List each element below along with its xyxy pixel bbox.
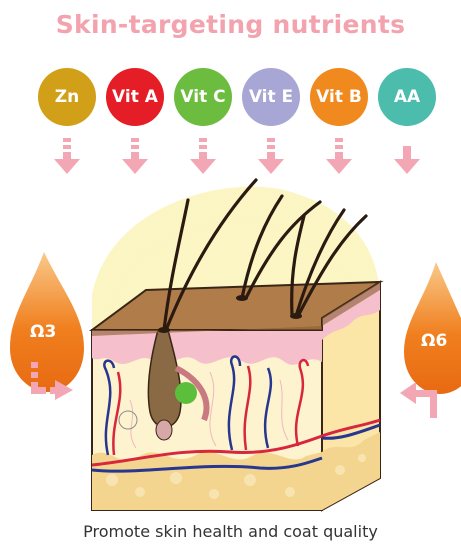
epidermis-layer [92,330,322,365]
hair-bulb [156,420,172,440]
omega3-label: Ω3 [30,322,56,342]
omega6-label: Ω6 [421,331,447,351]
omega6-drop-icon [404,262,461,394]
diagram-caption: Promote skin health and coat quality [0,522,461,541]
sebaceous-gland [175,382,197,404]
